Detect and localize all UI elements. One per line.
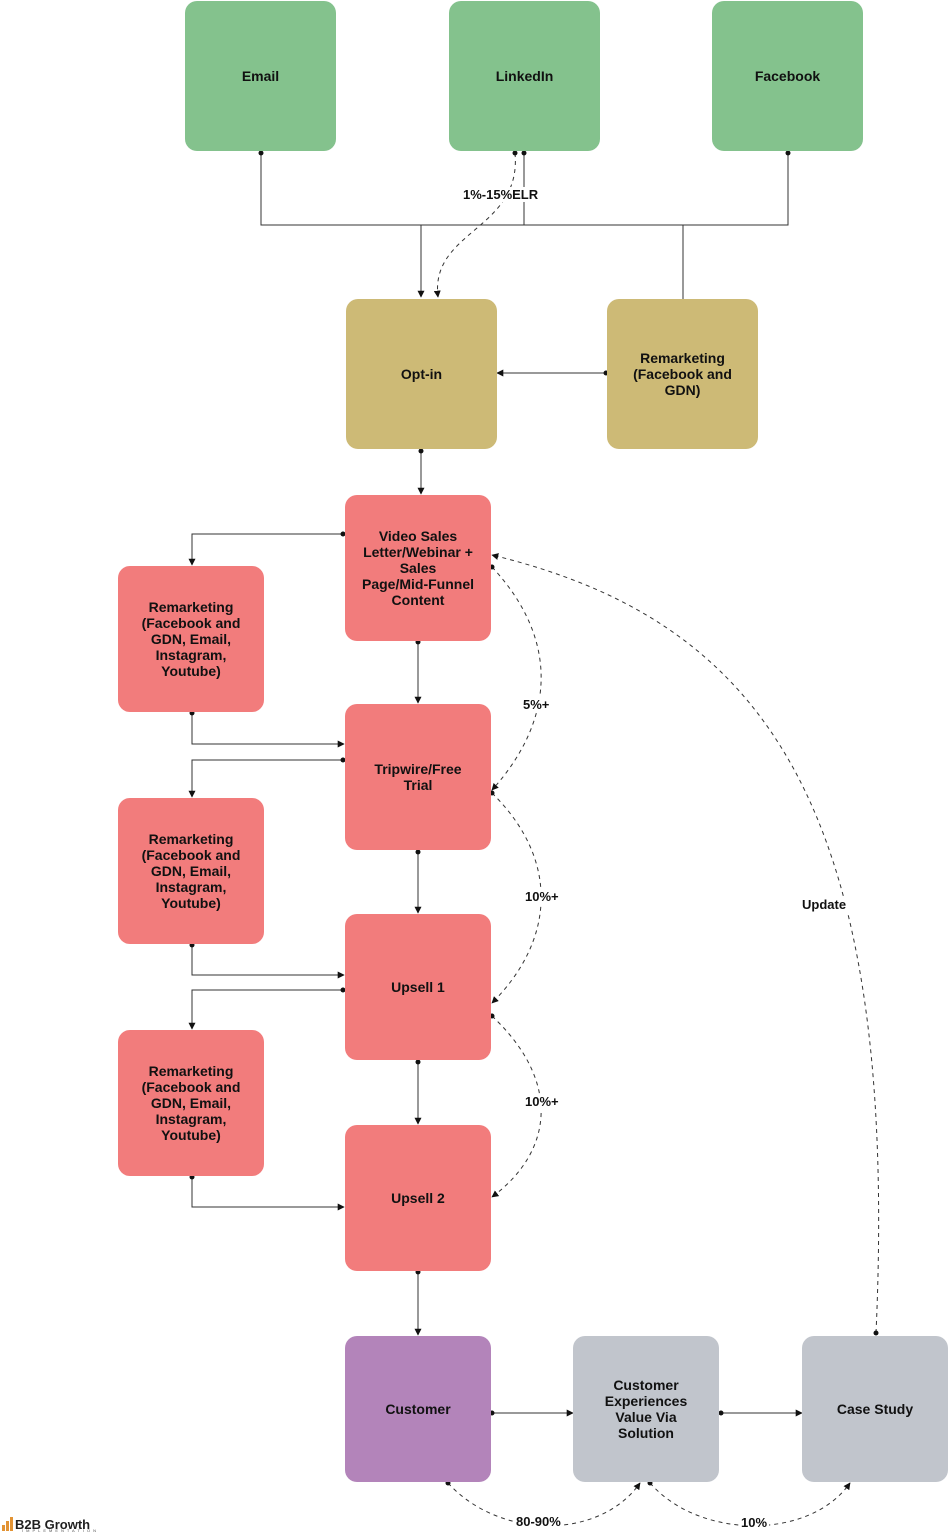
- node-remarketing-fb-gdn[interactable]: Remarketing (Facebook and GDN): [607, 299, 758, 449]
- node-remarketing-1-label: Remarketing (Facebook and GDN, Email, In…: [141, 599, 241, 679]
- node-upsell-1[interactable]: Upsell 1: [345, 914, 491, 1060]
- node-remarketing-1[interactable]: Remarketing (Facebook and GDN, Email, In…: [118, 566, 264, 712]
- bar-chart-icon: [2, 1517, 13, 1531]
- node-tripwire[interactable]: Tripwire/Free Trial: [345, 704, 491, 850]
- node-remarketing-2-label: Remarketing (Facebook and GDN, Email, In…: [141, 831, 241, 911]
- node-optin-label: Opt-in: [400, 366, 443, 382]
- edge-label-update: Update: [800, 897, 849, 912]
- node-case-study-label: Case Study: [836, 1401, 914, 1417]
- dashed-edge-casestudy-update: [491, 553, 880, 1334]
- node-remarketing-fb-gdn-label: Remarketing (Facebook and GDN): [633, 350, 732, 398]
- node-upsell-2[interactable]: Upsell 2: [345, 1125, 491, 1271]
- edge-label-elr: 1%-15%ELR: [461, 187, 541, 202]
- node-email-label: Email: [241, 68, 280, 84]
- dashed-edge-vsl-to-tripwire: [491, 566, 542, 791]
- edge-label-eighty: 80-90%: [514, 1514, 563, 1529]
- edge-vsl-to-remarketing-1: [188, 533, 343, 566]
- node-linkedin[interactable]: LinkedIn: [449, 1, 600, 151]
- edge-label-ten-c: 10%: [739, 1515, 770, 1530]
- dashed-edge-linkedin-to-optin: [433, 152, 516, 298]
- node-email[interactable]: Email: [185, 1, 336, 151]
- node-remarketing-3[interactable]: Remarketing (Facebook and GDN, Email, In…: [118, 1030, 264, 1176]
- node-tripwire-label: Tripwire/Free Trial: [374, 761, 462, 793]
- edge-label-ten-a: 10%+: [523, 889, 561, 904]
- node-upsell-1-label: Upsell 1: [391, 979, 445, 995]
- edge-remarketing-1-to-tripwire: [191, 713, 345, 748]
- edge-tripwire-to-remarketing-2: [188, 759, 343, 798]
- edge-upsell1-to-remarketing-3: [188, 989, 343, 1030]
- node-remarketing-3-label: Remarketing (Facebook and GDN, Email, In…: [141, 1063, 241, 1143]
- node-case-study[interactable]: Case Study: [802, 1336, 948, 1482]
- node-customer[interactable]: Customer: [345, 1336, 491, 1482]
- edge-label-ten-b: 10%+: [523, 1094, 561, 1109]
- node-customer-label: Customer: [385, 1401, 451, 1417]
- brand-name: B2B Growth: [15, 1517, 91, 1532]
- brand-logo: B2B Growth IMPLEMENTATION: [2, 1513, 96, 1533]
- edge-remarketing-3-to-upsell2: [191, 1177, 345, 1211]
- node-linkedin-label: LinkedIn: [495, 68, 554, 84]
- node-facebook-label: Facebook: [754, 68, 821, 84]
- node-vsl[interactable]: Video Sales Letter/Webinar + Sales Page/…: [345, 495, 491, 641]
- node-vsl-label: Video Sales Letter/Webinar + Sales Page/…: [362, 528, 474, 608]
- edge-label-five: 5%+: [521, 697, 552, 712]
- node-customer-experiences[interactable]: Customer Experiences Value Via Solution: [573, 1336, 719, 1482]
- node-optin[interactable]: Opt-in: [346, 299, 497, 449]
- node-upsell-2-label: Upsell 2: [391, 1190, 445, 1206]
- edge-remarketing-2-to-upsell1: [191, 945, 345, 979]
- dashed-edge-upsell1-to-upsell2: [491, 1015, 542, 1198]
- node-facebook[interactable]: Facebook: [712, 1, 863, 151]
- node-customer-experiences-label: Customer Experiences Value Via Solution: [604, 1377, 688, 1441]
- brand-subtitle: IMPLEMENTATION: [22, 1528, 99, 1533]
- node-remarketing-2[interactable]: Remarketing (Facebook and GDN, Email, In…: [118, 798, 264, 944]
- edge-facebook-to-bus: [421, 153, 789, 226]
- edge-email-to-optin: [260, 153, 425, 298]
